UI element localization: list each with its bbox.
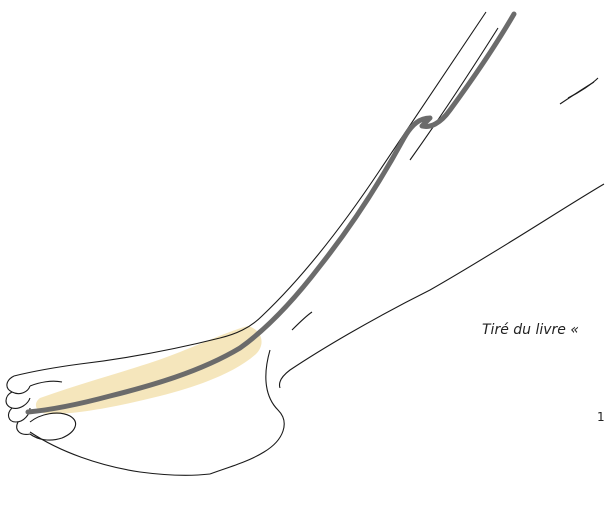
sole-outline — [30, 432, 210, 475]
source-caption: Tiré du livre « — [482, 322, 579, 338]
meridian-line — [28, 14, 514, 412]
calf-outline — [279, 184, 604, 388]
shin-outline — [220, 12, 486, 338]
shin-secondary-outline — [410, 28, 498, 160]
ankle-bone-mark — [292, 312, 312, 330]
footnote-number: 1 — [597, 410, 605, 424]
leg-back-outline — [568, 78, 598, 98]
hip-outline — [560, 82, 594, 104]
highlight-zone-foot — [36, 326, 262, 414]
